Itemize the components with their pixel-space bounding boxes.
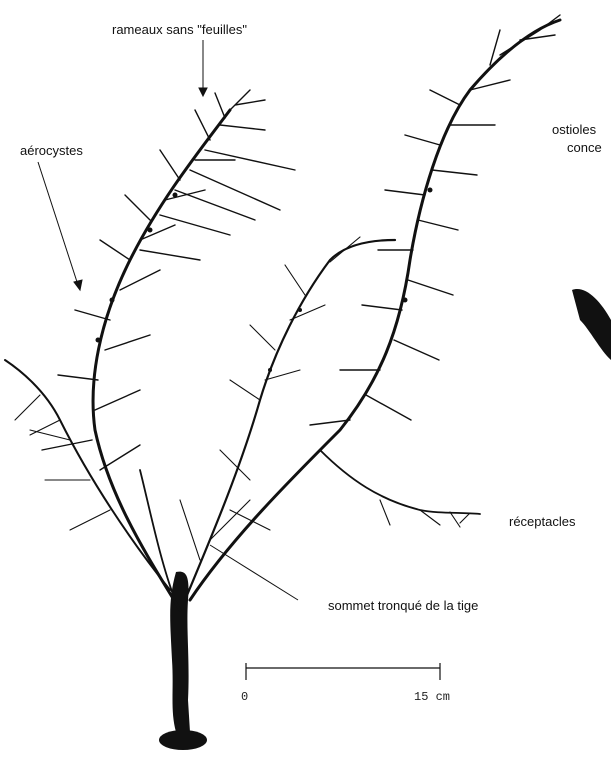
scale-bar <box>246 663 440 680</box>
pointer-line-stem <box>210 545 298 600</box>
label-branches-without-leaves: rameaux sans "feuilles" <box>112 22 247 37</box>
label-ostioles: ostioles <box>552 122 596 137</box>
seaweed-plant <box>5 15 611 750</box>
pointer-arrow-bladders <box>74 280 82 290</box>
scale-end-label: 15 cm <box>414 690 450 704</box>
scale-start-label: 0 <box>241 690 248 704</box>
label-truncated-stem-tip: sommet tronqué de la tige <box>328 598 478 613</box>
label-receptacles: réceptacles <box>509 514 575 529</box>
label-air-bladders: aérocystes <box>20 143 83 158</box>
pointer-arrow-branches <box>199 88 207 96</box>
partial-specimen <box>572 289 611 360</box>
holdfast <box>159 730 207 750</box>
label-conceptacles: conce <box>567 140 602 155</box>
pointer-line-bladders <box>38 162 78 285</box>
